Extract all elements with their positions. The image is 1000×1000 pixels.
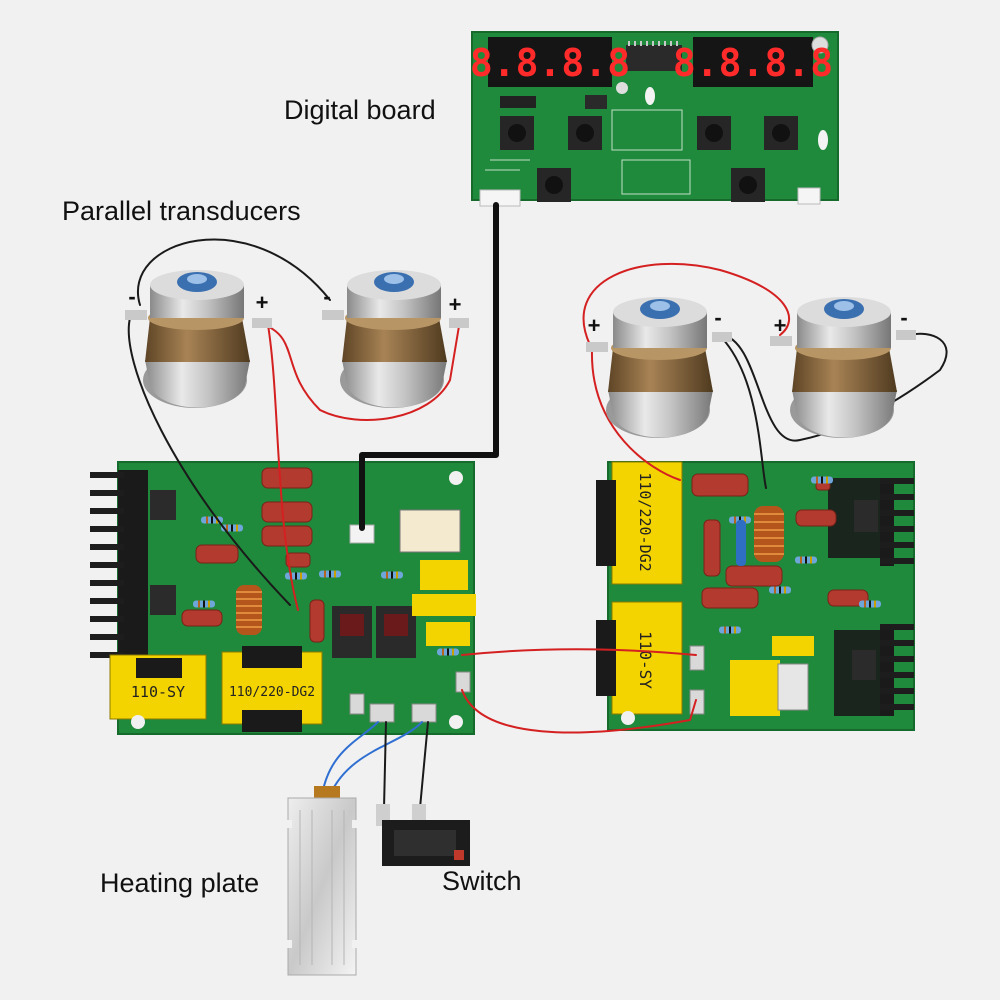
left-heatsink [90, 470, 176, 670]
right-driver-board: 110/220-DG2 110-SY [596, 461, 915, 731]
transducer-4 [770, 297, 916, 438]
heating-plate-label: Heating plate [100, 868, 260, 898]
left-relays [332, 606, 416, 658]
digital-board [471, 31, 839, 207]
digital-board-label: Digital board [284, 95, 436, 125]
right-seven-segment-display [693, 37, 813, 87]
switch-wire-2 [419, 721, 429, 809]
left-small-transformer-mark: 110-SY [131, 683, 185, 701]
switch-wire-1 [383, 721, 387, 809]
transducer-1 [125, 270, 272, 408]
heater-wire-2 [329, 721, 423, 796]
board-link-red-2 [461, 689, 697, 734]
transducer-2 [322, 270, 469, 408]
right-bottom-transformer-mark: 110-SY [636, 631, 655, 689]
t3-positive-mark: + [588, 313, 601, 338]
pole-markers: - + - + + - + - [128, 284, 907, 338]
right-display-readout: 8.8.8.8 [673, 41, 833, 85]
left-small-transformer: 110-SY [109, 654, 207, 720]
heating-plate [284, 786, 360, 976]
t4-positive-mark: + [774, 313, 787, 338]
right-yellow-transformer [730, 636, 814, 716]
t2-negative-mark: - [323, 284, 330, 309]
rocker-switch [376, 804, 470, 866]
parallel-transducers-label: Parallel transducers [62, 196, 301, 226]
right-positive-jumper [582, 262, 790, 346]
t2-positive-mark: + [449, 292, 462, 317]
left-terminals [349, 671, 471, 723]
left-capacitors [181, 467, 325, 643]
left-negative-jumper [137, 238, 331, 306]
left-positive-jumper [264, 319, 461, 421]
right-transformers: 110/220-DG2 110-SY [596, 461, 683, 715]
right-heatsinks [828, 478, 914, 716]
left-large-transformer: 110/220-DG2 [221, 646, 323, 732]
left-large-transformer-mark: 110/220-DG2 [229, 685, 315, 700]
ribbon-cable [359, 202, 499, 531]
switch-label: Switch [442, 866, 522, 896]
t1-negative-mark: - [128, 284, 135, 309]
heater-wire-1 [321, 721, 379, 796]
t4-negative-mark: - [900, 305, 907, 330]
right-toroid [754, 506, 784, 562]
left-display-readout: 8.8.8.8 [470, 41, 630, 85]
right-top-transformer-mark: 110/220-DG2 [636, 472, 654, 571]
t3-negative-mark: - [714, 305, 721, 330]
left-seven-segment-display [488, 37, 612, 87]
left-toroid [236, 585, 262, 635]
left-yellow-transformers [399, 509, 476, 646]
transducer-3 [586, 297, 732, 438]
t1-positive-mark: + [256, 290, 269, 315]
board-link-red-1 [461, 648, 697, 656]
board-buttons [500, 116, 798, 202]
